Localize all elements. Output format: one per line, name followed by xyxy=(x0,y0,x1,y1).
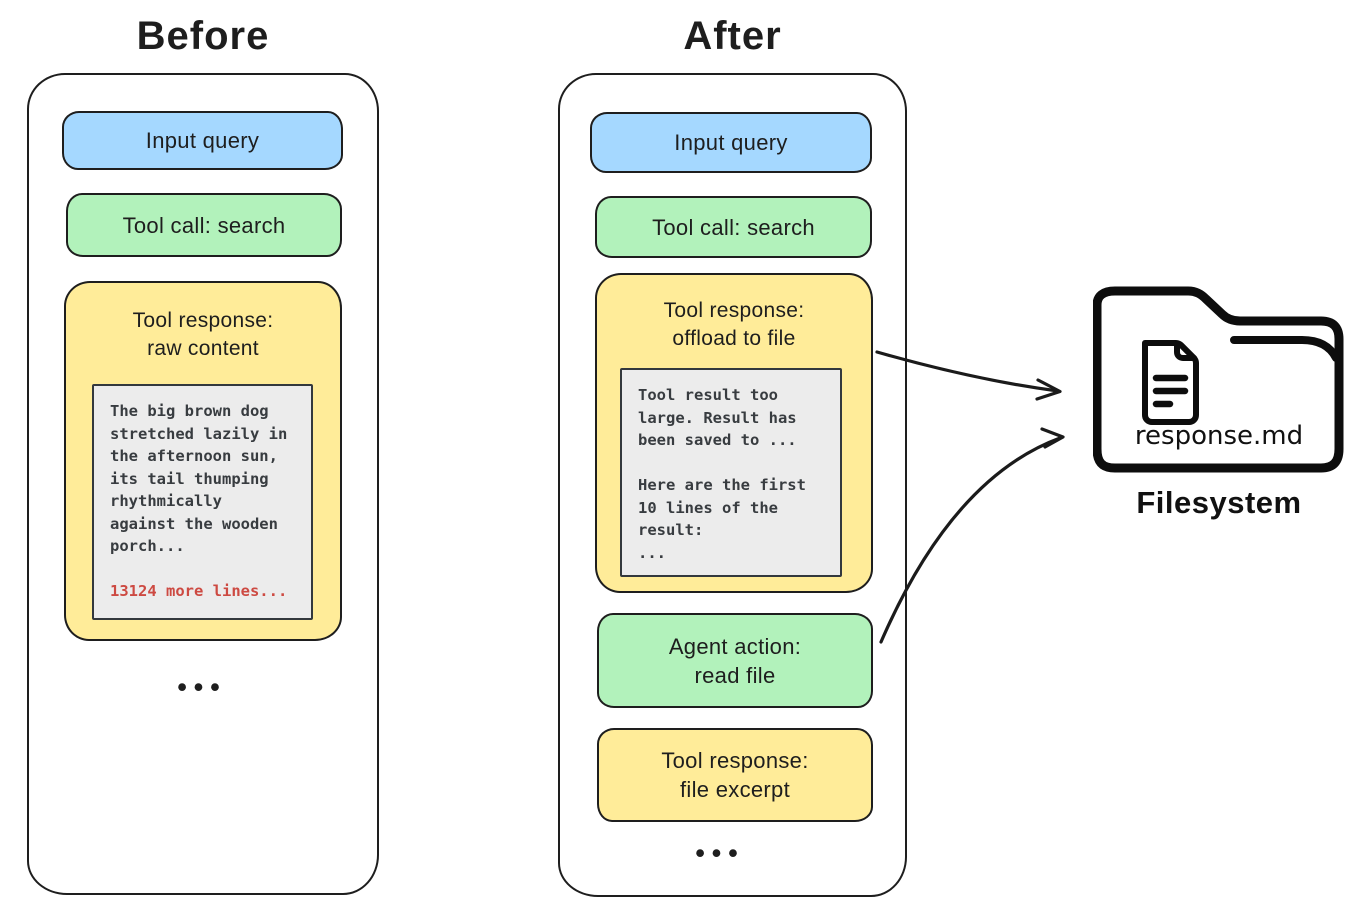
before-tool-response-title-line2: raw content xyxy=(147,337,259,360)
raw-line: The big brown dog xyxy=(110,402,269,420)
before-tool-response-title-line1: Tool response: xyxy=(132,309,274,332)
raw-line: rhythmically xyxy=(110,492,222,510)
after-offload-title-line1: Tool response: xyxy=(663,299,805,322)
offload-line: Tool result too xyxy=(638,386,778,404)
after-ellipsis: ••• xyxy=(695,838,745,868)
offload-line: large. Result has xyxy=(638,408,797,427)
after-tool-response-excerpt-box: Tool response: file excerpt xyxy=(597,728,873,822)
after-input-query-box: Input query xyxy=(590,112,872,173)
raw-line: its tail thumping xyxy=(110,469,269,488)
document-icon xyxy=(1142,340,1199,425)
offload-line: result: xyxy=(638,521,704,539)
offload-line: ... xyxy=(638,543,666,562)
before-title: Before xyxy=(136,13,270,58)
agent-action-line2: read file xyxy=(694,662,776,688)
after-offload-title-line2: offload to file xyxy=(672,327,796,350)
raw-line: the afternoon sun, xyxy=(110,447,278,465)
folder-icon xyxy=(1093,286,1344,473)
offload-line: 10 lines of the xyxy=(638,498,778,517)
filesystem-group: response.md Filesystem xyxy=(1093,283,1345,521)
before-input-query-label: Input query xyxy=(145,128,260,153)
excerpt-line2: file excerpt xyxy=(680,777,790,802)
excerpt-line1: Tool response: xyxy=(661,748,809,773)
raw-line: porch... xyxy=(110,537,185,555)
before-tool-call-box: Tool call: search xyxy=(66,193,342,257)
arrow-read-file-from-filesystem xyxy=(879,427,1065,644)
file-name-label: response.md xyxy=(1134,421,1304,451)
after-tool-call-label: Tool call: search xyxy=(652,214,815,240)
offload-line xyxy=(638,452,824,475)
raw-line: stretched lazily in xyxy=(110,424,288,443)
before-input-query-box: Input query xyxy=(62,111,343,170)
raw-line: against the wooden xyxy=(110,514,278,533)
after-tool-call-box: Tool call: search xyxy=(595,196,872,258)
overflow-note: 13124 more lines... xyxy=(110,581,288,600)
after-title: After xyxy=(683,13,782,58)
before-ellipsis: ••• xyxy=(177,672,227,702)
before-raw-content-snippet: The big brown dog stretched lazily in th… xyxy=(92,384,313,620)
after-input-query-label: Input query xyxy=(674,130,788,155)
after-offload-snippet: Tool result too large. Result has been s… xyxy=(620,368,842,577)
after-agent-action-box: Agent action: read file xyxy=(597,613,873,708)
filesystem-caption: Filesystem xyxy=(1136,485,1302,520)
offload-line: Here are the first xyxy=(638,476,806,494)
agent-action-line1: Agent action: xyxy=(668,633,802,659)
before-tool-call-label: Tool call: search xyxy=(122,212,286,238)
offload-line: been saved to ... xyxy=(638,431,797,449)
